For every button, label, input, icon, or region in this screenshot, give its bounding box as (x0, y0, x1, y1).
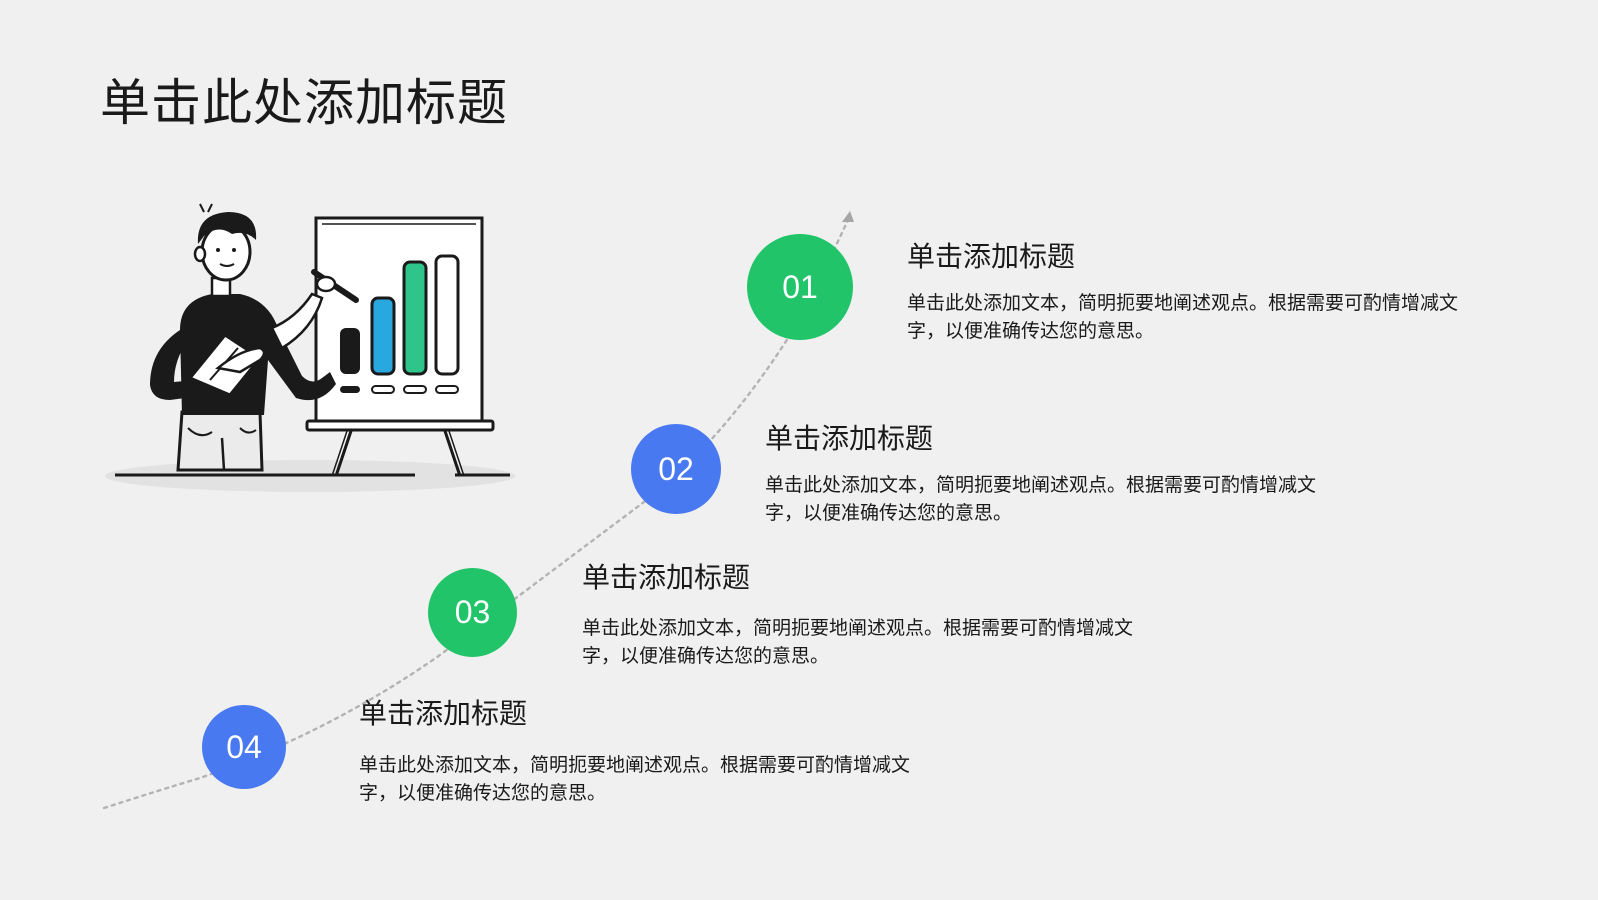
step-number-badge: 01 (747, 234, 853, 340)
arrow-head-icon (842, 211, 854, 222)
page-title[interactable]: 单击此处添加标题 (100, 74, 508, 132)
step-number-badge: 04 (202, 705, 286, 789)
step-description[interactable]: 单击此处添加文本，简明扼要地阐述观点。根据需要可酌情增减文字，以便准确传达您的意… (359, 754, 911, 804)
step-title[interactable]: 单击添加标题 (582, 561, 751, 594)
step-number-badge: 02 (631, 424, 721, 514)
step-description[interactable]: 单击此处添加文本，简明扼要地阐述观点。根据需要可酌情增减文字，以便准确传达您的意… (907, 292, 1459, 342)
step-number: 04 (226, 728, 262, 765)
step-title[interactable]: 单击添加标题 (907, 240, 1076, 273)
step-number-badge: 03 (428, 568, 517, 657)
step-number: 02 (658, 450, 694, 487)
step-title[interactable]: 单击添加标题 (359, 697, 528, 730)
step-number: 01 (782, 268, 818, 305)
step-number: 03 (454, 594, 491, 630)
step-description[interactable]: 单击此处添加文本，简明扼要地阐述观点。根据需要可酌情增减文字，以便准确传达您的意… (765, 474, 1317, 524)
step-description[interactable]: 单击此处添加文本，简明扼要地阐述观点。根据需要可酌情增减文字，以便准确传达您的意… (582, 617, 1134, 667)
presenter-illustration (105, 203, 515, 492)
step-title[interactable]: 单击添加标题 (765, 422, 934, 455)
